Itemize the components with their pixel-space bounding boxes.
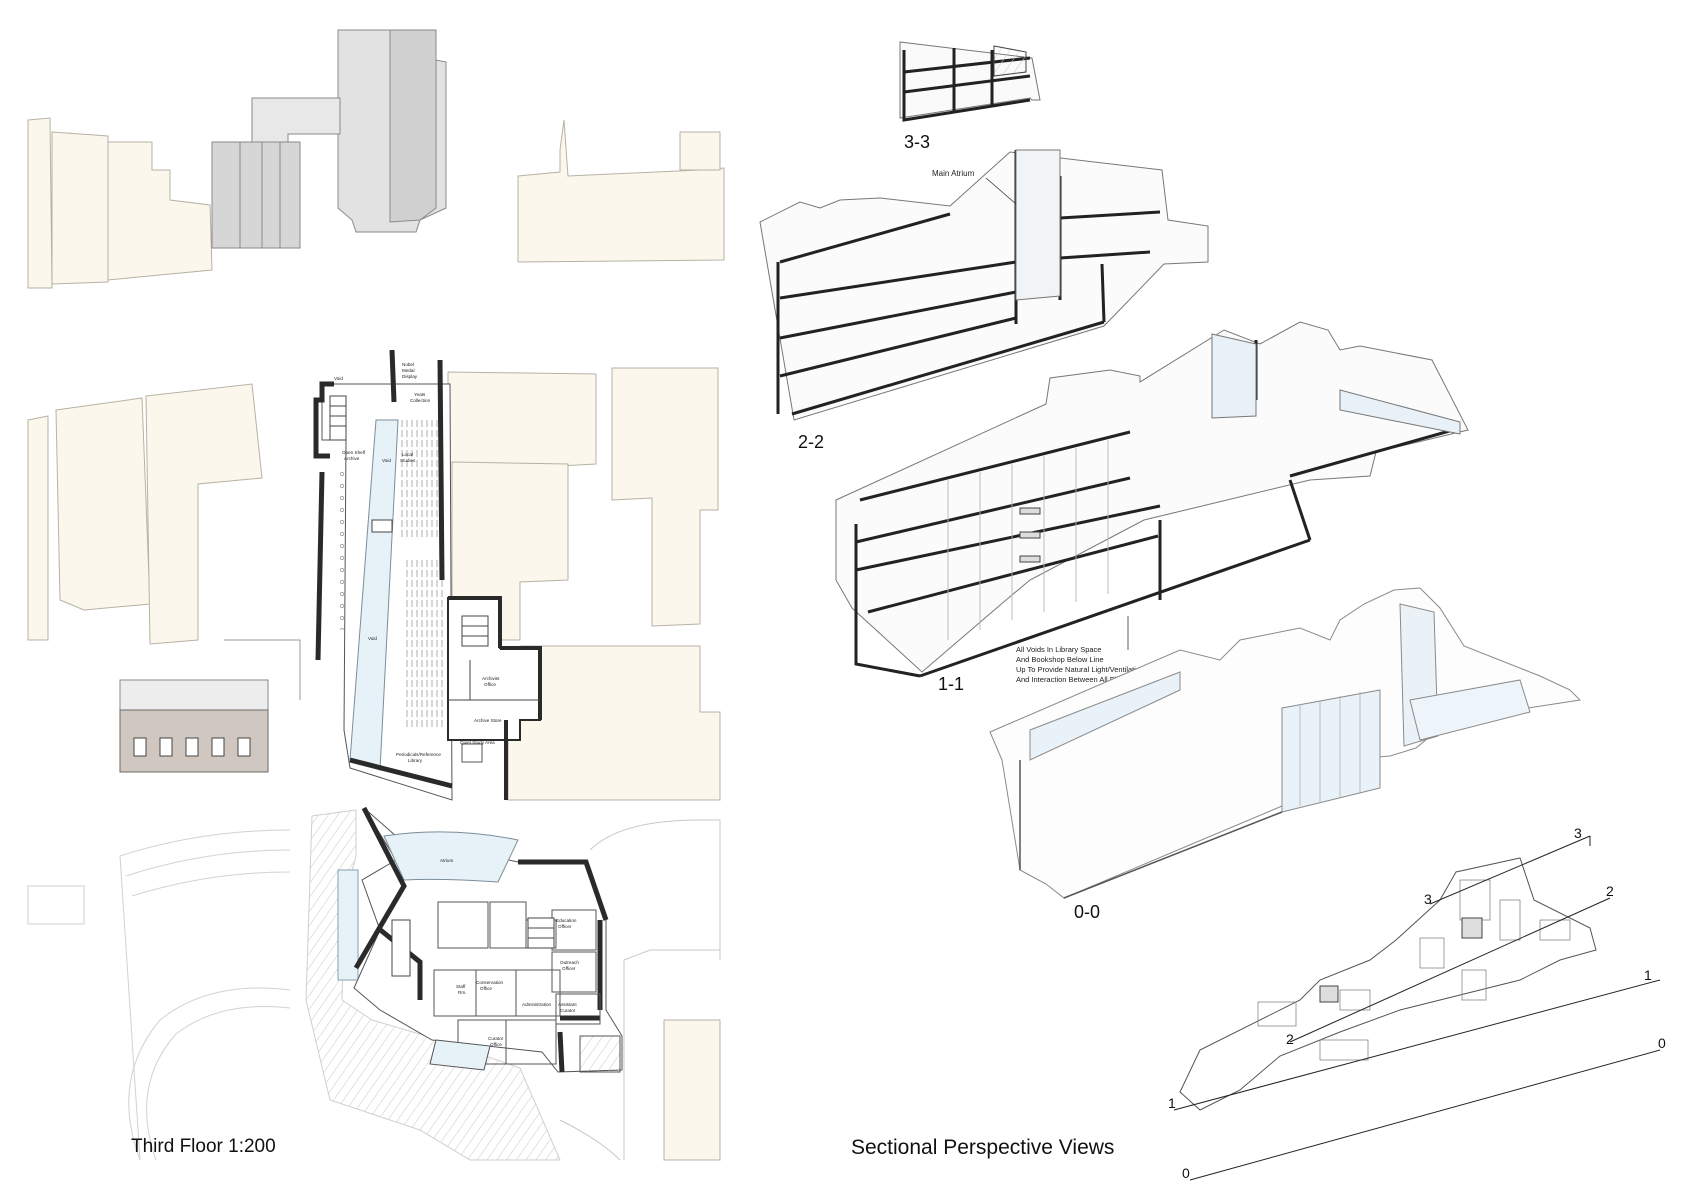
svg-text:Collection: Collection <box>410 398 431 403</box>
label-2-2: 2-2 <box>798 432 824 452</box>
voids-note: All Voids In Library Space And Bookshop … <box>1016 645 1150 684</box>
svg-text:Archive Store: Archive Store <box>474 718 502 723</box>
sections-title: Sectional Perspective Views <box>851 1136 1115 1159</box>
marker-1a: 1 <box>1644 967 1652 983</box>
svg-text:Outreach: Outreach <box>560 960 579 965</box>
glass-roof <box>337 869 359 981</box>
label-0-0: 0-0 <box>1074 902 1100 922</box>
section-0-0: 0-0 <box>989 587 1582 922</box>
side-building <box>119 639 301 773</box>
svg-text:Archive: Archive <box>344 456 360 461</box>
marker-0a: 0 <box>1658 1035 1666 1051</box>
section-2-2: Main Atrium 2-2 <box>759 149 1209 452</box>
svg-text:Library: Library <box>408 758 423 763</box>
svg-text:Curator: Curator <box>560 1008 576 1013</box>
svg-text:Studies: Studies <box>400 458 416 463</box>
marker-1b: 1 <box>1168 1095 1176 1111</box>
marker-2b: 2 <box>1286 1031 1294 1047</box>
svg-text:Conservation: Conservation <box>476 980 504 985</box>
marker-2a: 2 <box>1606 883 1614 899</box>
key-plan: 3 3 2 2 1 1 0 0 <box>1168 825 1666 1181</box>
historic-buildings <box>211 29 447 249</box>
library-block <box>313 349 542 801</box>
svg-text:Up To Provide Natural Light/Ve: Up To Provide Natural Light/Ventilation <box>1016 665 1144 674</box>
sectional-perspectives: 3-3 Main Atrium 2-2 <box>759 41 1666 1181</box>
svg-text:Administration: Administration <box>522 1002 552 1007</box>
svg-text:Medal: Medal <box>402 368 415 373</box>
room-labels: Void Nobel Medal Display Yeats Collectio… <box>334 362 579 1047</box>
plan-title: Third Floor 1:200 <box>131 1136 276 1157</box>
museum-block <box>353 806 623 1073</box>
marker-3b: 3 <box>1424 891 1432 907</box>
svg-text:Open Shelf: Open Shelf <box>342 450 366 455</box>
svg-text:Void: Void <box>382 458 391 463</box>
third-floor-plan: Void Nobel Medal Display Yeats Collectio… <box>27 29 725 1161</box>
svg-text:Archivist: Archivist <box>482 676 500 681</box>
svg-text:Officer: Officer <box>562 966 576 971</box>
svg-text:Periodicals/Reference: Periodicals/Reference <box>396 752 441 757</box>
svg-text:Nobel: Nobel <box>402 362 414 367</box>
svg-text:Quiet Study Area: Quiet Study Area <box>460 740 495 745</box>
neighbour-buildings-top <box>27 117 725 289</box>
main-atrium-label: Main Atrium <box>932 169 975 178</box>
section-3-3: 3-3 <box>899 41 1041 152</box>
svg-text:Curator: Curator <box>488 1036 504 1041</box>
svg-text:Void: Void <box>368 636 377 641</box>
svg-text:Rm.: Rm. <box>458 990 466 995</box>
svg-text:Display: Display <box>402 374 418 379</box>
marker-3a: 3 <box>1574 825 1582 841</box>
svg-text:Staff: Staff <box>456 984 466 989</box>
svg-text:And Bookshop Below Line: And Bookshop Below Line <box>1016 655 1104 664</box>
marker-0b: 0 <box>1182 1165 1190 1181</box>
svg-text:And Interaction Between All Fl: And Interaction Between All Floor Plates <box>1016 675 1150 684</box>
svg-text:All Voids In Library Space: All Voids In Library Space <box>1016 645 1101 654</box>
auditorium-outline <box>27 829 291 1161</box>
section-1-1: 1-1 All Voids In Library Space And Books… <box>835 321 1469 694</box>
neighbour-buildings-bottom <box>559 819 721 1161</box>
svg-text:Officer: Officer <box>558 924 572 929</box>
neighbour-buildings-middle <box>27 367 721 801</box>
svg-text:Yeats: Yeats <box>414 392 426 397</box>
label-3-3: 3-3 <box>904 132 930 152</box>
svg-text:Atrium: Atrium <box>440 858 453 863</box>
svg-text:Office: Office <box>484 682 496 687</box>
svg-text:Education: Education <box>556 918 577 923</box>
svg-text:Assistant: Assistant <box>558 1002 577 1007</box>
svg-text:Local: Local <box>402 452 413 457</box>
svg-text:Office: Office <box>490 1042 502 1047</box>
label-1-1: 1-1 <box>938 674 964 694</box>
svg-text:Void: Void <box>334 376 343 381</box>
svg-text:Office: Office <box>480 986 492 991</box>
